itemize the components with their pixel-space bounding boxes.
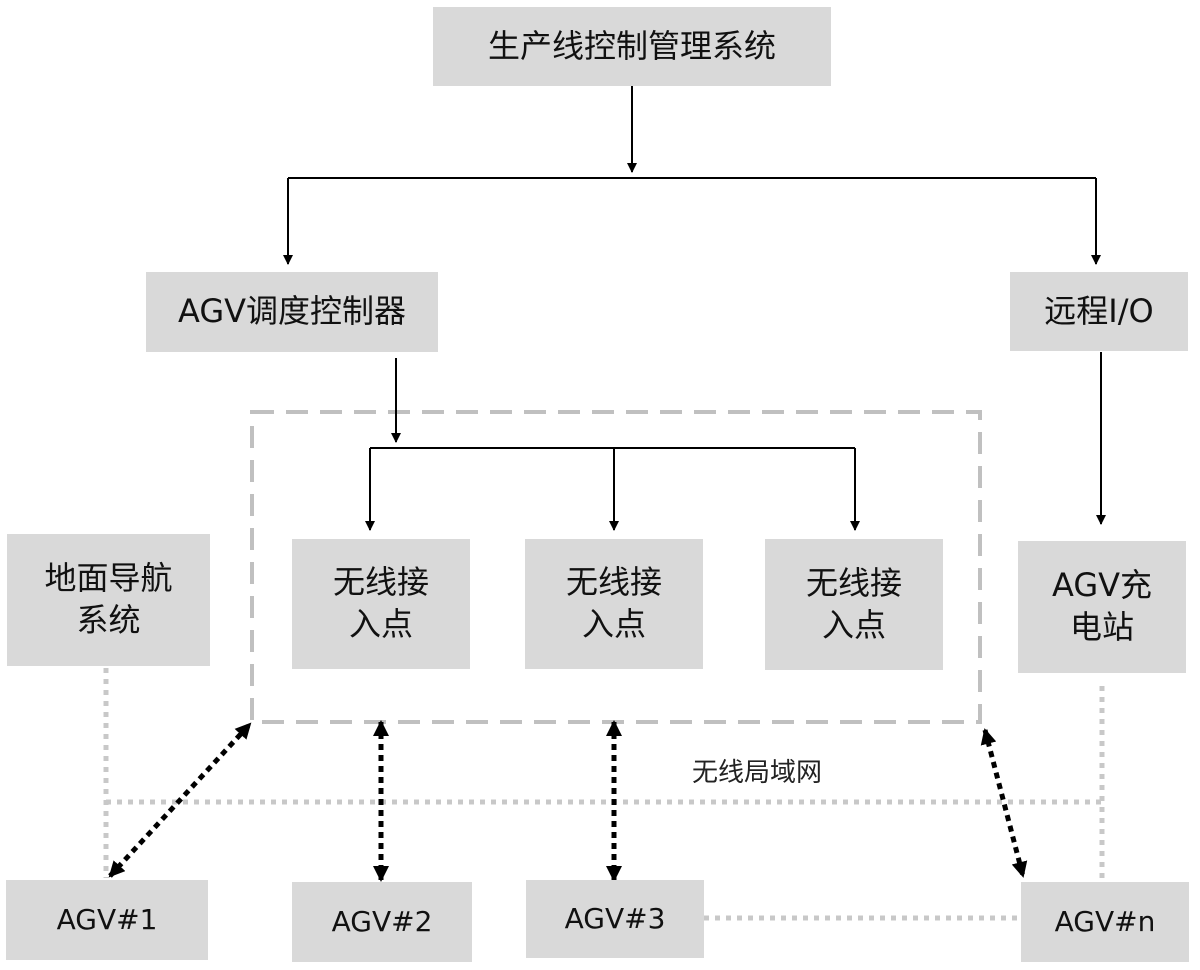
agv-3-box: AGV#3 (526, 880, 704, 958)
agv-dispatch-controller-box: AGV调度控制器 (146, 272, 438, 352)
access-point-3-label-line1: 无线接 (805, 563, 902, 602)
ground-navigation-label-line2: 系统 (76, 601, 141, 639)
wireless-link-agv1 (108, 722, 252, 878)
production-line-system-box: 生产线控制管理系统 (433, 7, 831, 86)
access-point-1-box: 无线接 入点 (292, 539, 470, 669)
agv-charging-station-label-line2: 电站 (1069, 608, 1134, 646)
access-point-1-label-line1: 无线接 (332, 563, 429, 602)
agv-charging-station-box: AGV充 电站 (1018, 541, 1186, 673)
ground-navigation-label-line1: 地面导航 (44, 559, 173, 598)
ground-navigation-system-box: 地面导航 系统 (7, 534, 210, 666)
access-point-3-box: 无线接 入点 (765, 539, 943, 670)
agv-charging-station-label-line1: AGV充 (1051, 566, 1153, 605)
agv-dispatch-controller-label: AGV调度控制器 (177, 292, 407, 331)
production-line-system-label: 生产线控制管理系统 (487, 26, 776, 65)
agv-1-box: AGV#1 (6, 880, 208, 960)
agv-n-label: AGV#n (1054, 904, 1156, 938)
wireless-link-agvn (980, 728, 1028, 878)
agv-3-label: AGV#3 (564, 901, 666, 935)
wlan-label: 无线局域网 (691, 758, 822, 788)
agv-2-label: AGV#2 (331, 904, 433, 938)
remote-io-label: 远程I/O (1044, 291, 1154, 330)
agv-2-box: AGV#2 (292, 882, 472, 962)
remote-io-box: 远程I/O (1010, 272, 1188, 351)
access-point-2-label-line2: 入点 (581, 605, 646, 643)
access-point-2-label-line1: 无线接 (565, 563, 662, 602)
access-point-1-label-line2: 入点 (348, 605, 413, 643)
access-point-2-box: 无线接 入点 (525, 539, 703, 669)
agv-1-label: AGV#1 (56, 902, 158, 936)
agv-n-box: AGV#n (1021, 882, 1189, 962)
access-point-3-label-line2: 入点 (821, 605, 886, 644)
